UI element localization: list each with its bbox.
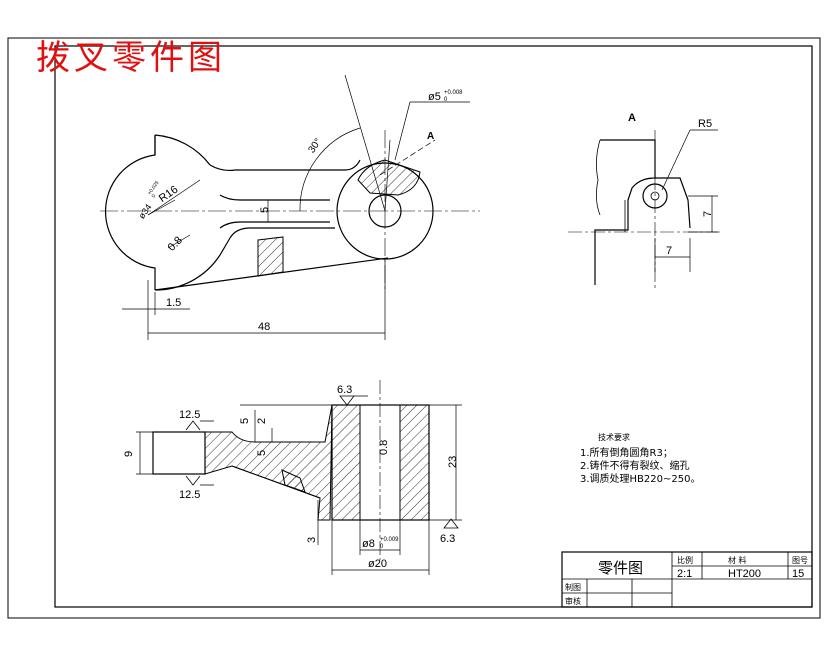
dim-dia8-tol-low: 0 bbox=[380, 544, 384, 550]
dim-r16: R16 bbox=[157, 184, 180, 205]
material-value: HT200 bbox=[728, 568, 761, 580]
detail-a-labels: A R5 7 7 bbox=[628, 112, 714, 257]
dim-dia-small-tol: +0.008 bbox=[444, 90, 463, 96]
dim-5: 5 bbox=[259, 207, 271, 213]
dim-12-5-top: 12.5 bbox=[179, 409, 200, 421]
technical-notes: 技术要求 1.所有倒角圆角R3； 2.铸件不得有裂纹、缩孔 3.调质处理HB22… bbox=[580, 432, 700, 485]
top-view-labels: ø5 +0.008 0 30° A R16 ø34 +0.025 0 5 0.8… bbox=[136, 90, 463, 333]
title-block bbox=[561, 551, 813, 608]
page-title: 拨叉零件图 bbox=[36, 38, 226, 78]
dim-6-3-top: 6.3 bbox=[337, 384, 352, 396]
dim-dia8: ø8 bbox=[362, 538, 375, 550]
drafter-label: 制图 bbox=[565, 582, 581, 592]
dim-6-3-bottom: 6.3 bbox=[440, 533, 455, 545]
dim-23: 23 bbox=[447, 456, 459, 468]
drawing-no-value: 15 bbox=[792, 568, 804, 580]
dim-0-8: 0.8 bbox=[166, 234, 185, 253]
dim-3: 3 bbox=[306, 537, 318, 543]
dim-1-5: 1.5 bbox=[166, 297, 181, 309]
outer-border bbox=[7, 37, 821, 619]
dim-dia-small: ø5 bbox=[428, 91, 441, 103]
top-view bbox=[100, 74, 480, 340]
dim-r5: R5 bbox=[698, 118, 712, 130]
dim-dia20: ø20 bbox=[368, 558, 387, 570]
note-1: 1.所有倒角圆角R3； bbox=[580, 446, 673, 459]
dim-0-8: 0.8 bbox=[378, 440, 390, 455]
reviewer-label: 审核 bbox=[565, 596, 581, 606]
title-block-text: 零件图 比例 材 料 图号 2:1 HT200 15 制图 审核 bbox=[565, 555, 808, 606]
part-name: 零件图 bbox=[598, 559, 643, 577]
dim-7-vertical: 7 bbox=[702, 211, 714, 217]
scale-header: 比例 bbox=[677, 555, 693, 565]
view-a-arrow-label: A bbox=[427, 131, 434, 142]
dim-5-upper: 5 bbox=[239, 418, 251, 424]
detail-a-view bbox=[568, 129, 720, 288]
section-view-labels: 6.3 12.5 5 2 9 5 0.8 23 12.5 3 ø8 +0.009… bbox=[123, 384, 459, 570]
notes-heading: 技术要求 bbox=[598, 432, 630, 442]
scale-value: 2:1 bbox=[677, 568, 692, 580]
dim-5-lower: 5 bbox=[256, 450, 268, 456]
section-view bbox=[136, 380, 462, 575]
dim-dia34: ø34 bbox=[136, 202, 153, 220]
detail-a-title: A bbox=[628, 112, 636, 124]
dim-7-horizontal: 7 bbox=[666, 245, 672, 257]
material-header: 材 料 bbox=[728, 555, 747, 565]
dim-9: 9 bbox=[123, 451, 135, 457]
dim-dia8-tol: +0.009 bbox=[380, 537, 399, 543]
dim-dia34-tol-low: 0 bbox=[151, 193, 158, 199]
dim-48: 48 bbox=[258, 321, 270, 333]
note-2: 2.铸件不得有裂纹、缩孔 bbox=[580, 459, 690, 472]
dim-dia-small-tol-low: 0 bbox=[444, 97, 448, 103]
drawing-no-header: 图号 bbox=[792, 556, 808, 565]
note-3: 3.调质处理HB220~250。 bbox=[580, 473, 700, 485]
dim-12-5-bottom: 12.5 bbox=[179, 489, 200, 501]
dim-2: 2 bbox=[256, 418, 268, 424]
inner-border bbox=[54, 45, 813, 608]
